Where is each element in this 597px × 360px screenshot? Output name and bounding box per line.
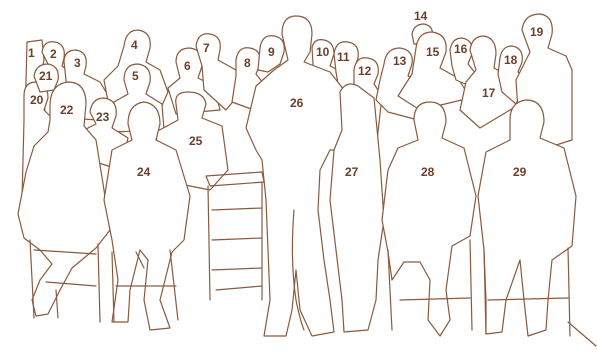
label-22: 22 [60, 103, 74, 117]
label-20: 20 [30, 93, 44, 107]
label-14: 14 [414, 9, 428, 23]
floor-line [568, 322, 596, 346]
label-18: 18 [504, 53, 518, 67]
label-29: 29 [513, 165, 527, 179]
label-19: 19 [530, 25, 544, 39]
label-24: 24 [137, 165, 151, 179]
label-11: 11 [337, 50, 350, 64]
label-23: 23 [96, 110, 110, 124]
label-15: 15 [426, 45, 440, 59]
label-16: 16 [454, 42, 468, 56]
label-12: 12 [358, 64, 372, 78]
label-3: 3 [74, 56, 81, 70]
label-6: 6 [184, 59, 191, 73]
label-9: 9 [268, 45, 275, 59]
chair-25 [206, 172, 264, 300]
label-8: 8 [244, 56, 251, 70]
label-7: 7 [203, 41, 210, 55]
silhouette-28 [382, 102, 476, 336]
label-27: 27 [345, 165, 359, 179]
label-2: 2 [50, 47, 57, 61]
label-17: 17 [482, 86, 496, 100]
label-13: 13 [393, 54, 407, 68]
label-26: 26 [290, 96, 304, 110]
label-10: 10 [316, 45, 330, 59]
label-25: 25 [189, 134, 203, 148]
label-5: 5 [132, 69, 139, 83]
label-4: 4 [131, 38, 138, 52]
label-21: 21 [39, 69, 53, 83]
label-1: 1 [28, 46, 35, 60]
label-28: 28 [421, 165, 435, 179]
